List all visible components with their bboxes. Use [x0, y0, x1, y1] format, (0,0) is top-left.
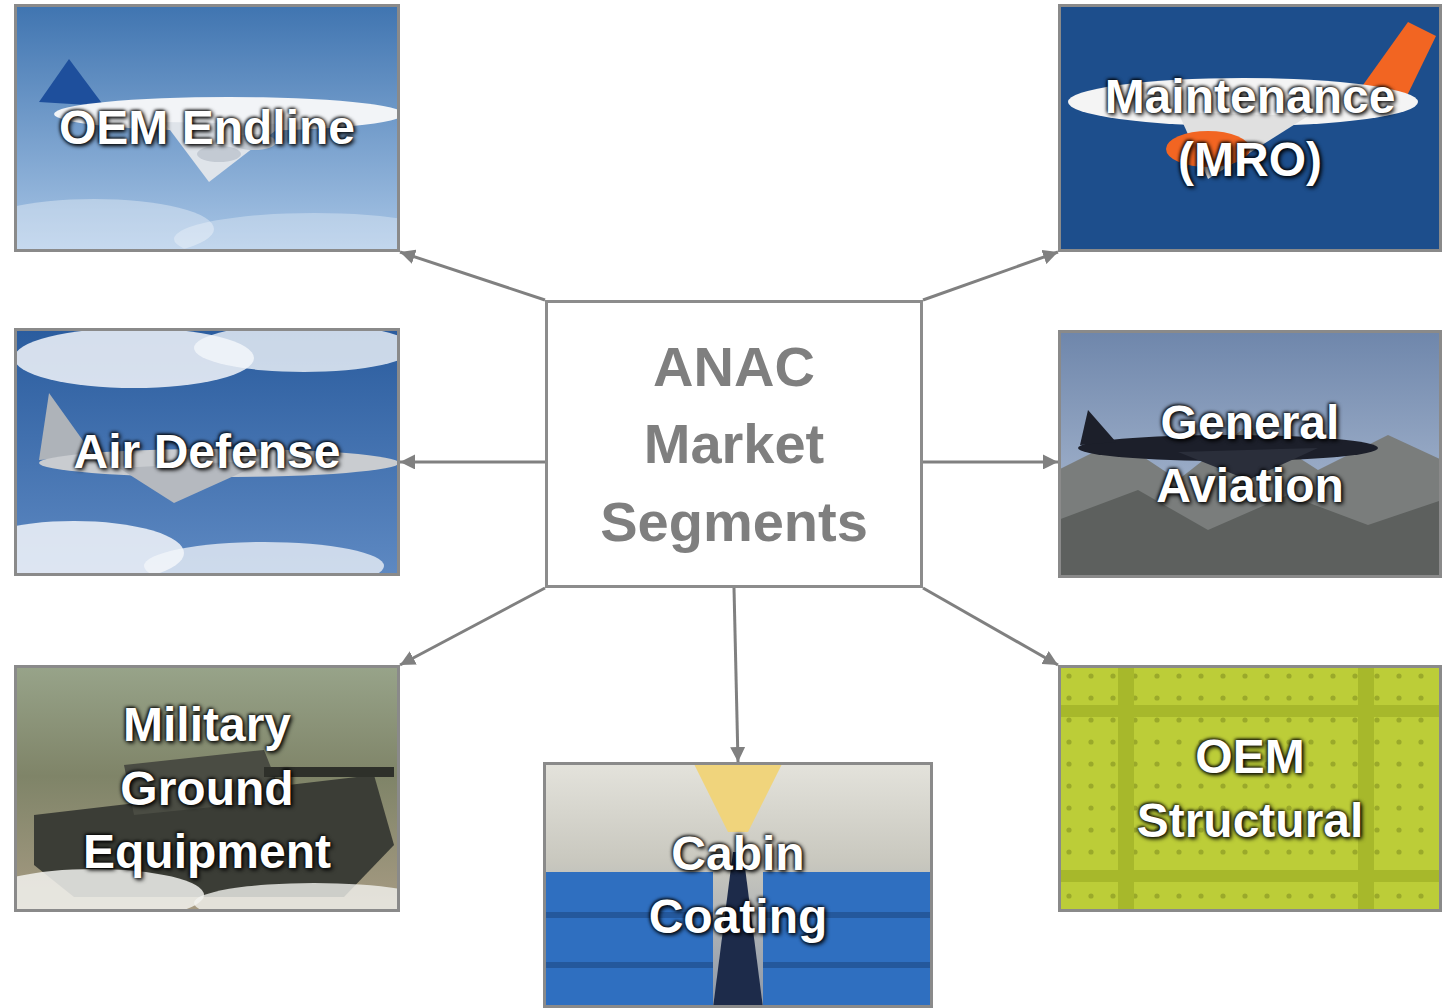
structure-photo — [1058, 665, 1442, 912]
jet-photo — [0, 324, 414, 590]
segment-label: Cabin Coating — [588, 822, 888, 949]
seat-row — [763, 962, 933, 968]
tail-fin — [39, 59, 104, 106]
tank-photo — [0, 665, 434, 923]
connector-arrow — [923, 252, 1058, 300]
connector-arrow — [400, 460, 545, 463]
primed-panel — [1058, 665, 1442, 912]
segment-box: Air Defense — [14, 328, 400, 576]
rivets — [1058, 665, 1442, 912]
segment-box: Maintenance (MRO) — [1058, 4, 1442, 252]
stringer — [1058, 705, 1442, 717]
aircraft-photo — [1058, 330, 1442, 578]
cloud — [144, 542, 384, 590]
segment-box: Military Ground Equipment — [14, 665, 400, 912]
cabin-photo — [543, 762, 933, 1008]
segment-label: Maintenance (MRO) — [1080, 65, 1420, 192]
segment-label: Military Ground Equipment — [67, 693, 347, 883]
background — [1058, 4, 1442, 252]
segment-box: OEM Structural — [1058, 665, 1442, 912]
seat-row — [543, 962, 713, 968]
hub-box: ANAC Market Segments — [545, 300, 923, 588]
segment-box: OEM Endline — [14, 4, 400, 252]
segment-label: Air Defense — [74, 420, 341, 483]
segment-box: General Aviation — [1058, 330, 1442, 578]
sky — [1058, 330, 1442, 578]
airliner-photo — [1058, 4, 1442, 252]
segment-label: OEM Structural — [1100, 725, 1400, 852]
connector-arrow — [923, 460, 1058, 463]
hub-label: ANAC Market Segments — [574, 328, 894, 560]
connector-arrow — [734, 588, 738, 762]
cabin-interior — [543, 762, 933, 1008]
segment-label: OEM Endline — [59, 96, 355, 159]
connector-arrow — [400, 588, 545, 665]
connector-arrow — [400, 252, 545, 300]
stringer — [1058, 870, 1442, 882]
segment-box: Cabin Coating — [543, 762, 933, 1008]
segment-label: General Aviation — [1100, 391, 1400, 518]
airliner-photo — [0, 4, 454, 265]
cloud — [194, 324, 414, 372]
connector-arrow — [923, 588, 1058, 665]
tail-fin — [1080, 410, 1116, 445]
ceiling-light — [693, 762, 783, 832]
